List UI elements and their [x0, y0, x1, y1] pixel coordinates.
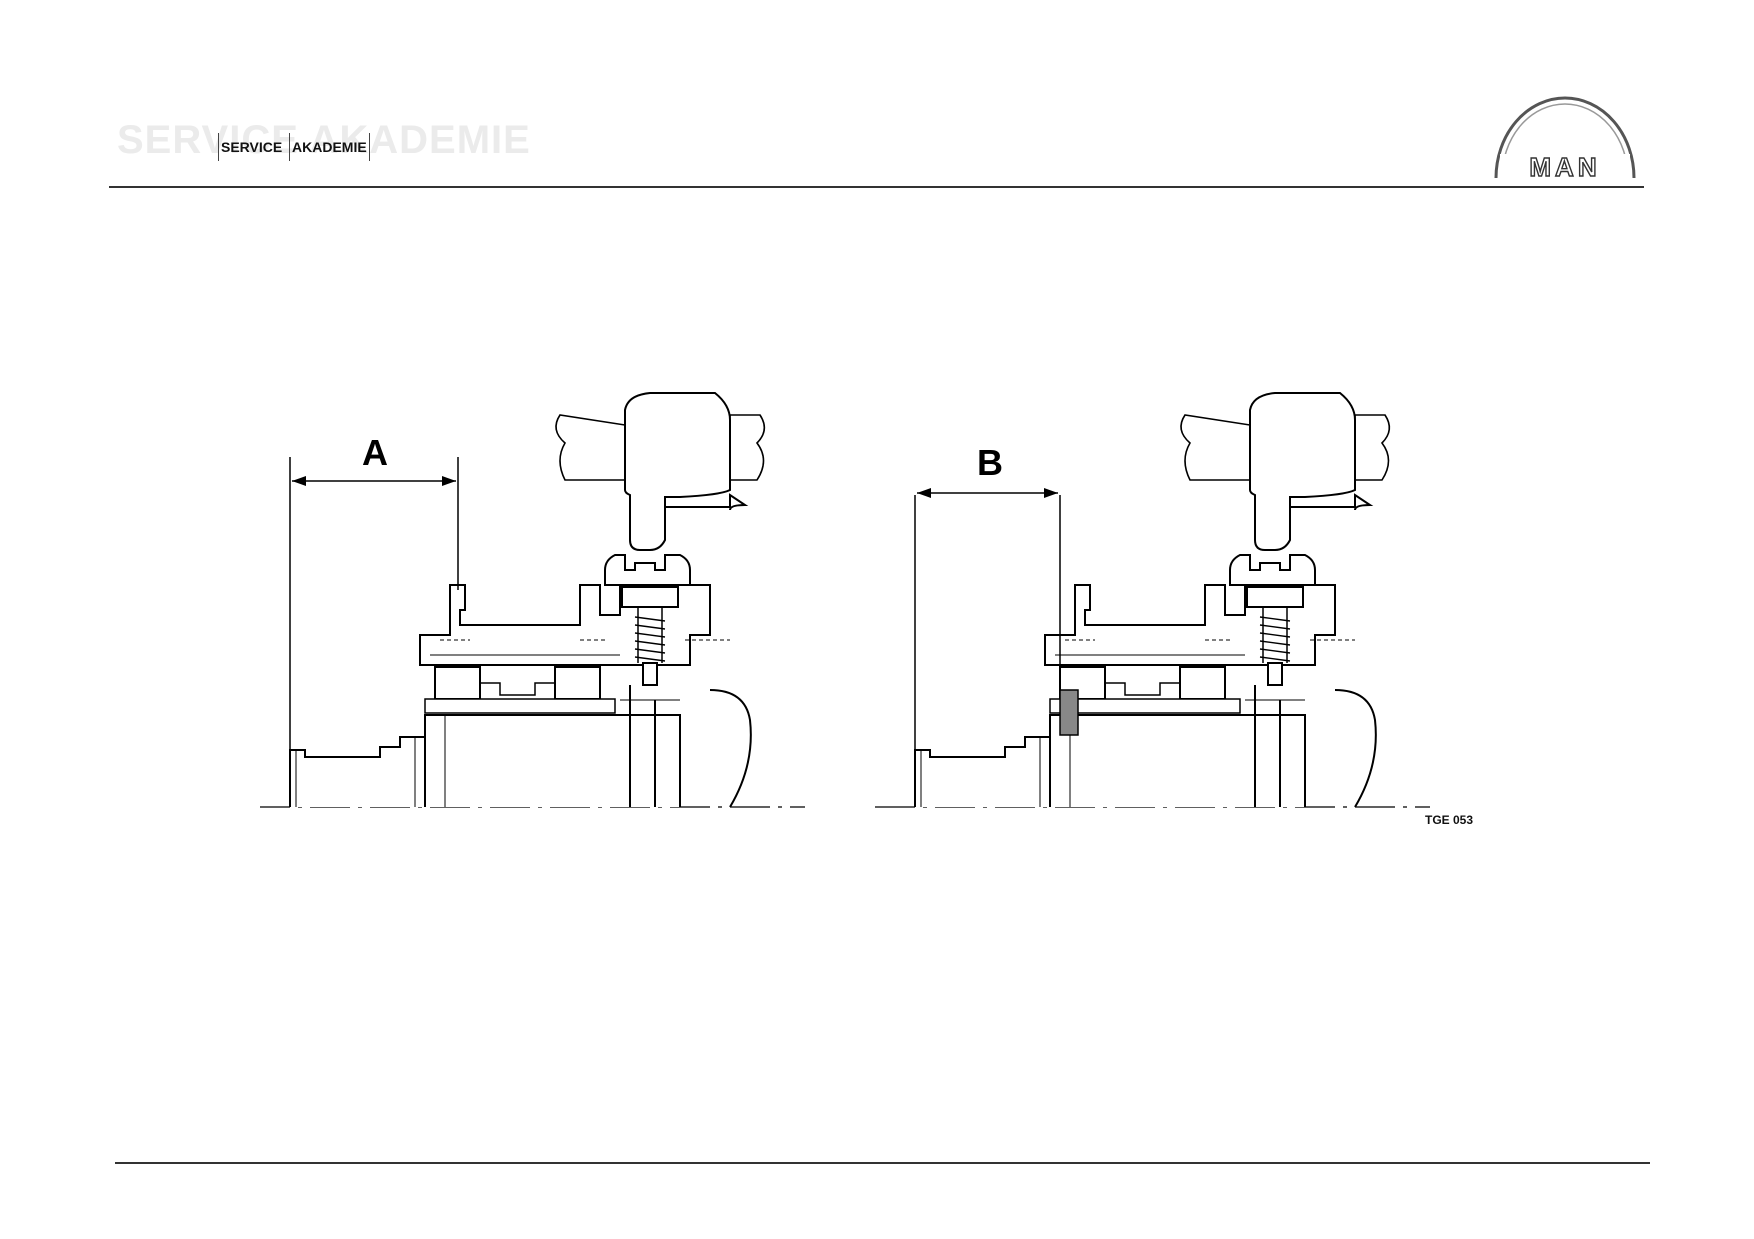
header-rule — [109, 186, 1644, 188]
watermark-text: SERVICE AKADEMIE — [117, 118, 531, 162]
dimension-label-b: B — [977, 442, 1003, 483]
figure-reference: TGE 053 — [1425, 813, 1474, 827]
drawing-area: A B — [260, 392, 1431, 808]
brand-service: SERVICE — [218, 133, 282, 161]
footer-rule — [115, 1162, 1650, 1164]
assembly-b: B — [874, 392, 1431, 808]
logo-text: MAN — [1529, 152, 1600, 180]
dimension-label-a: A — [362, 432, 388, 473]
brand-akademie: AKADEMIE — [289, 133, 370, 161]
spacer-ring — [1059, 689, 1079, 736]
man-logo: MAN — [1494, 96, 1636, 180]
assembly-a: A — [260, 392, 806, 808]
